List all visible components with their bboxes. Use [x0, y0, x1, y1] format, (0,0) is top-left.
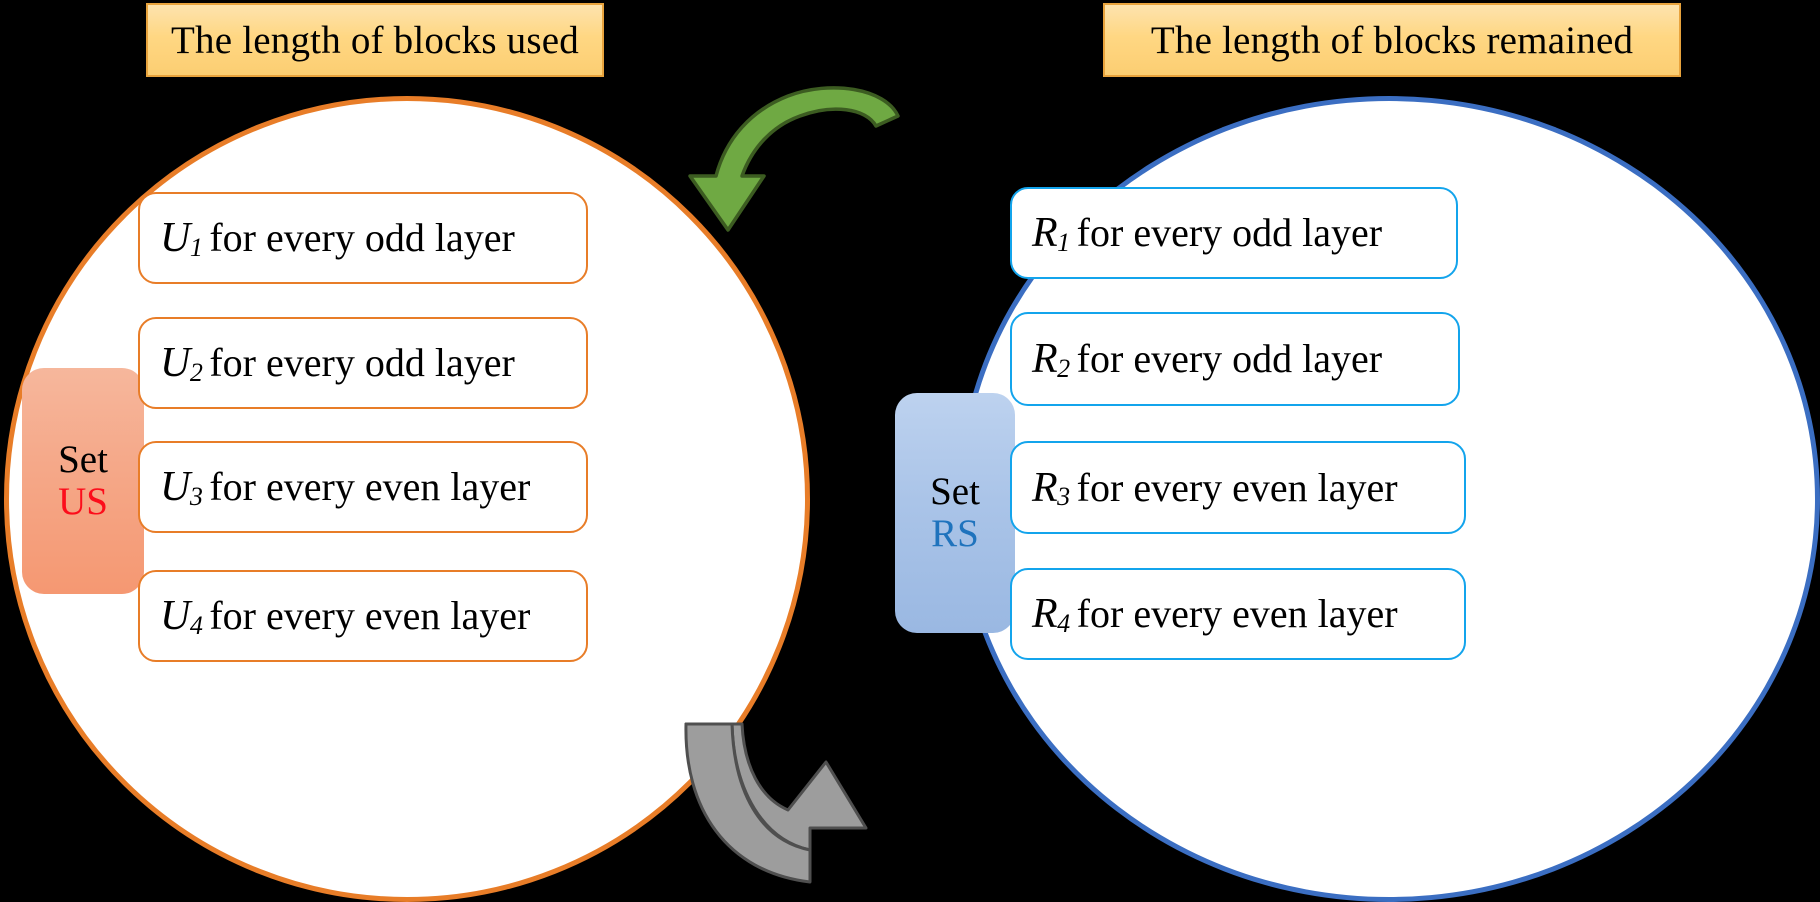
list-item: R4 for every even layer	[1010, 568, 1466, 660]
banner-length-of-blocks-used: The length of blocks used	[146, 3, 604, 77]
set-rs-word: Set	[930, 469, 980, 513]
list-item: R1 for every odd layer	[1010, 187, 1458, 279]
item-symbol: R3	[1032, 464, 1071, 512]
item-label: for every even layer	[209, 464, 531, 509]
item-label: for every even layer	[209, 593, 531, 638]
item-label: for every even layer	[1076, 591, 1398, 636]
item-symbol: U2	[160, 340, 203, 387]
item-symbol: R2	[1032, 336, 1071, 383]
list-item: R2 for every odd layer	[1010, 312, 1460, 406]
item-symbol: R1	[1032, 210, 1071, 257]
item-symbol: U3	[160, 464, 203, 511]
item-label: for every even layer	[1076, 464, 1398, 510]
set-us-tab: Set US	[22, 368, 144, 594]
item-label: for every odd layer	[209, 215, 515, 260]
item-label: for every odd layer	[1076, 336, 1383, 381]
set-rs-tab: Set RS	[895, 393, 1015, 633]
list-item: U1 for every odd layer	[138, 192, 588, 284]
set-us-word: Set	[58, 437, 108, 481]
item-label: for every odd layer	[1076, 210, 1383, 255]
set-rs-code: RS	[931, 512, 979, 555]
item-symbol: U4	[160, 593, 203, 640]
set-us-code: US	[58, 480, 108, 523]
list-item: U4 for every even layer	[138, 570, 588, 662]
list-item: U2 for every odd layer	[138, 317, 588, 409]
banner-length-of-blocks-remained: The length of blocks remained	[1103, 3, 1681, 77]
item-label: for every odd layer	[209, 340, 515, 385]
item-symbol: U1	[160, 215, 203, 262]
list-item: R3 for every even layer	[1010, 441, 1466, 534]
list-item: U3 for every even layer	[138, 441, 588, 533]
item-symbol: R4	[1032, 591, 1071, 638]
